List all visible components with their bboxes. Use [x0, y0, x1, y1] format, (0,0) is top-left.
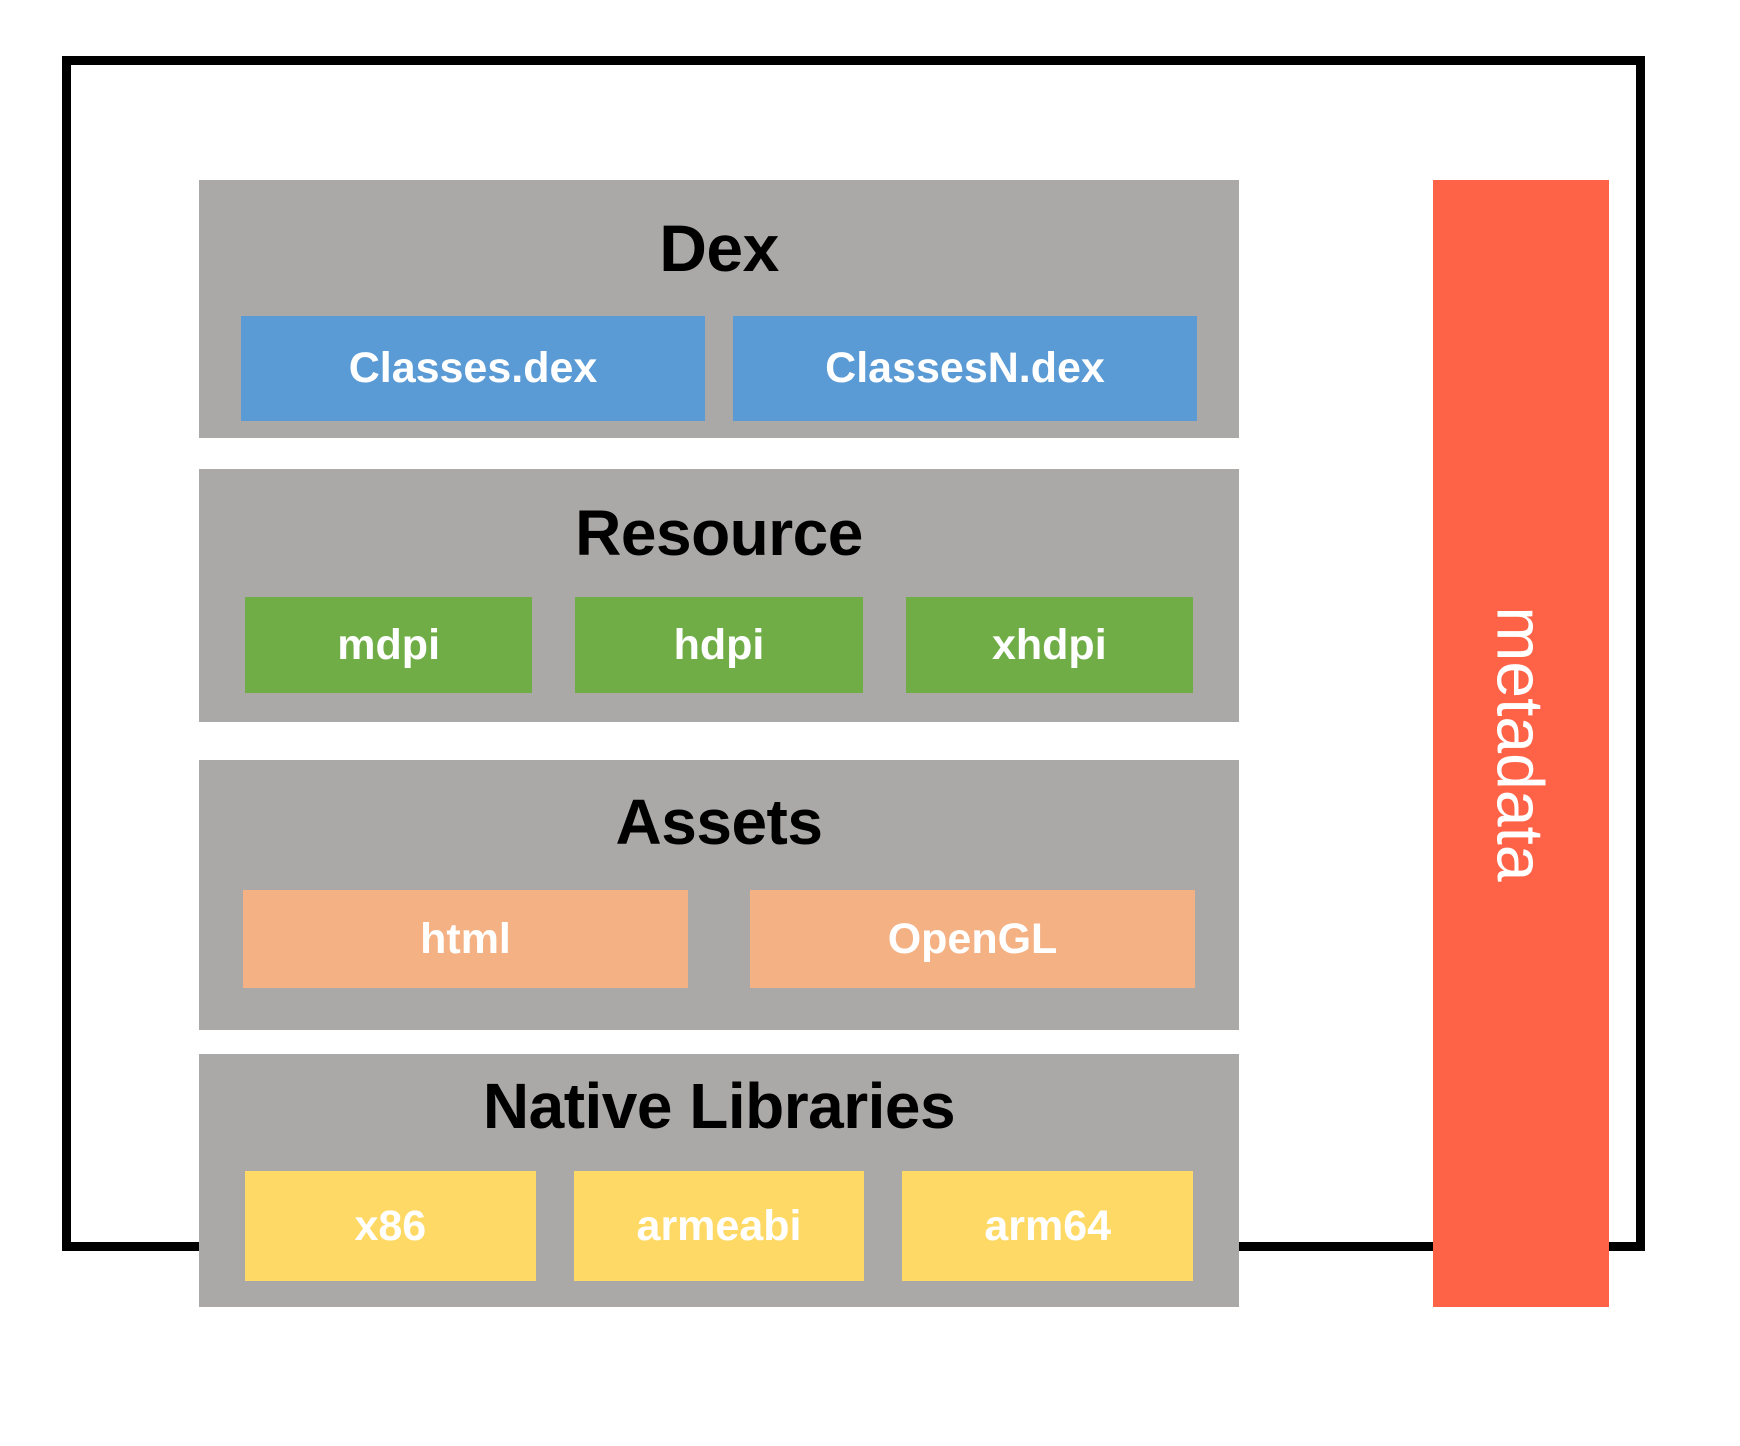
apk-sections-column: Dex Classes.dex ClassesN.dex Resource md…	[199, 180, 1239, 1307]
chip-row-assets: html OpenGL	[199, 890, 1239, 988]
section-dex: Dex Classes.dex ClassesN.dex	[199, 180, 1239, 438]
chip-row-native: x86 armeabi arm64	[199, 1171, 1239, 1281]
section-title-assets: Assets	[615, 786, 823, 858]
section-assets: Assets html OpenGL	[199, 760, 1239, 1030]
chip-classes-dex[interactable]: Classes.dex	[241, 316, 705, 421]
chip-x86[interactable]: x86	[245, 1171, 536, 1281]
chip-opengl[interactable]: OpenGL	[750, 890, 1195, 988]
chip-armeabi[interactable]: armeabi	[573, 1171, 865, 1281]
section-title-native-libraries: Native Libraries	[482, 1070, 956, 1142]
chip-row-resource: mdpi hdpi xhdpi	[199, 597, 1239, 693]
chip-mdpi[interactable]: mdpi	[245, 597, 533, 693]
apk-container-frame: Dex Classes.dex ClassesN.dex Resource md…	[62, 56, 1645, 1307]
metadata-bar[interactable]: metadata	[1433, 180, 1609, 1307]
chip-hdpi[interactable]: hdpi	[575, 597, 863, 693]
chip-html[interactable]: html	[243, 890, 688, 988]
section-native-libraries: Native Libraries x86 armeabi arm64	[199, 1054, 1239, 1307]
section-title-resource: Resource	[575, 497, 863, 569]
metadata-label: metadata	[1484, 605, 1558, 882]
section-title-dex: Dex	[659, 211, 779, 285]
section-resource: Resource mdpi hdpi xhdpi	[199, 469, 1239, 722]
chip-row-dex: Classes.dex ClassesN.dex	[199, 316, 1239, 421]
chip-classesn-dex[interactable]: ClassesN.dex	[733, 316, 1197, 421]
chip-xhdpi[interactable]: xhdpi	[905, 597, 1193, 693]
chip-arm64[interactable]: arm64	[902, 1171, 1194, 1281]
